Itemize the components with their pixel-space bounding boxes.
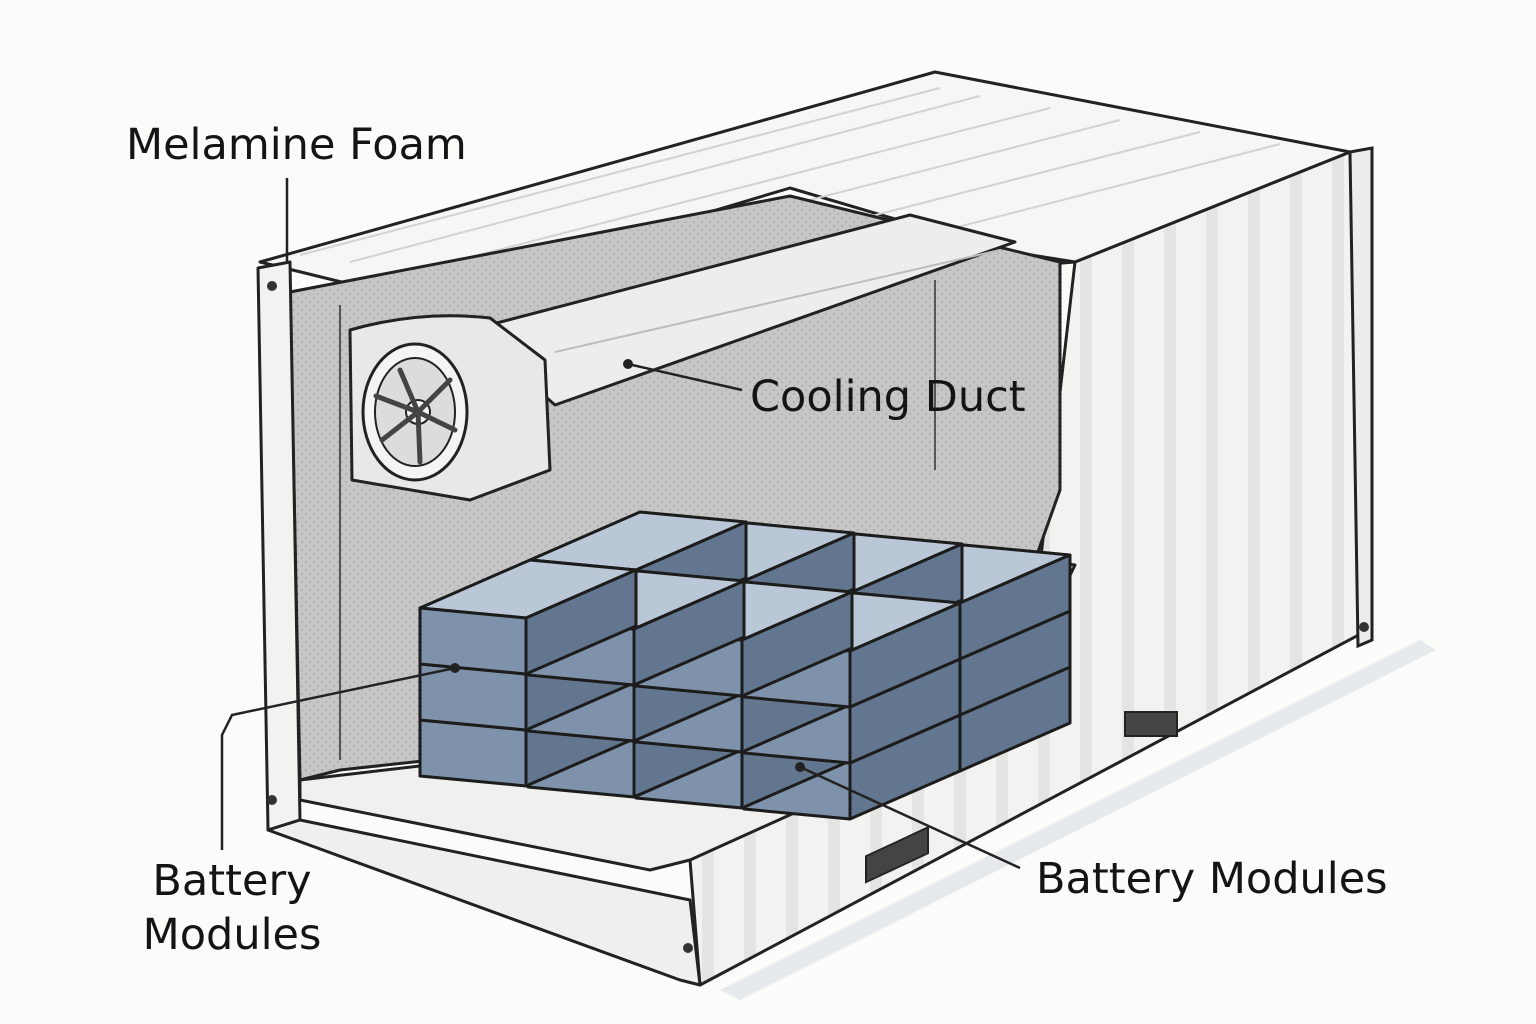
leader-lines: [220, 178, 1021, 870]
battery-modules-right-label: Battery Modules: [1036, 854, 1388, 904]
cooling-duct-label: Cooling Duct: [750, 372, 1026, 422]
battery-modules-left-label: Battery Modules: [142, 856, 322, 960]
battery-module-stack: [418, 510, 1072, 821]
ground-shadow: [720, 640, 1436, 1000]
bottom-rail: [266, 622, 1369, 987]
battery-module-24: [418, 558, 638, 676]
cooling-duct: [348, 213, 1017, 502]
melamine-foam-label: Melamine Foam: [126, 120, 467, 170]
